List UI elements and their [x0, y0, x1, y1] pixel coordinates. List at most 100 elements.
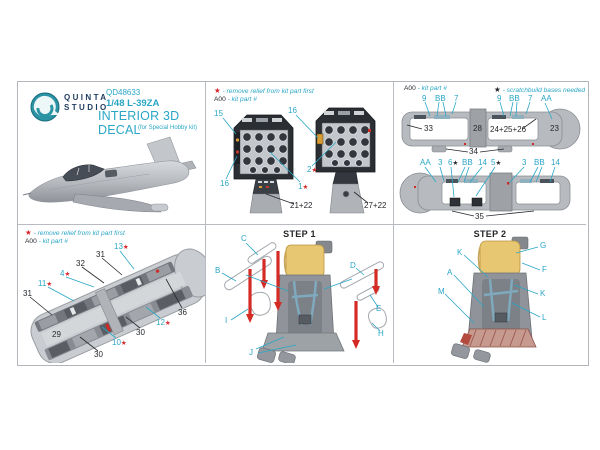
legend-kit-code: A00	[404, 85, 416, 92]
legend-scratchbuild: ★ - scratchbuild bases needed	[494, 86, 585, 95]
callout-16-left: 16	[220, 179, 229, 188]
callout-32: 32	[76, 259, 85, 268]
remove-relief-star-icon: ★	[46, 281, 53, 288]
callout-letter-m: M	[438, 287, 445, 296]
header-panel: QUINTA STUDIO QD48633 1/48 L-39ZA INTERI…	[18, 82, 206, 225]
step1-title: STEP 1	[283, 229, 316, 239]
callout-letter-j: J	[249, 348, 253, 357]
scratchbuild-star-icon: ★	[494, 85, 501, 94]
legend-kit-code: A00	[25, 238, 37, 245]
step2-title: STEP 2	[473, 229, 507, 239]
callout-letter-i: I	[225, 316, 228, 325]
instruction-sheet: QUINTA STUDIO QD48633 1/48 L-39ZA INTERI…	[17, 81, 589, 366]
callout-letter-k2: K	[540, 289, 546, 298]
callout-bb-c: BB	[462, 158, 473, 167]
callout-letter-d: D	[350, 261, 356, 270]
callout-12-number: 12	[156, 318, 165, 327]
callout-14b: 14	[551, 158, 560, 167]
callout-2-star: 2★	[307, 166, 317, 175]
callout-31-left: 31	[23, 289, 32, 298]
callout-31-top: 31	[96, 250, 105, 259]
legend-remove-relief-text: - remove relief from kit part first	[222, 88, 314, 95]
quinta-logo-icon	[30, 92, 60, 122]
callout-15: 15	[214, 109, 223, 118]
legend-kit-part: A00 - kit part #	[25, 238, 68, 246]
sills-drawing	[399, 101, 581, 217]
legend-kit-part: A00 - kit part #	[404, 85, 447, 93]
callout-16-right: 16	[288, 106, 297, 115]
scratchbuild-star-icon: ★	[495, 160, 502, 167]
legend-kit-code: A00	[214, 96, 226, 103]
callout-letter-e: E	[376, 304, 382, 313]
callout-24-25-26: 24+25+26	[490, 125, 527, 134]
legend-kit-part-text: - kit part #	[38, 238, 68, 245]
callout-6-star: 6★	[448, 159, 458, 168]
brand-name: QUINTA STUDIO	[64, 93, 109, 114]
callout-35: 35	[475, 212, 484, 221]
remove-relief-star-icon: ★	[302, 184, 309, 191]
brand-line-1: QUINTA	[64, 93, 109, 102]
callout-aa-bottom: AA	[420, 158, 431, 167]
instrument-panels-drawing	[222, 107, 376, 214]
brand-line-2: STUDIO	[64, 103, 109, 113]
callout-3b: 3	[522, 158, 527, 167]
callout-28: 28	[473, 124, 482, 133]
cockpit-tub-drawing	[29, 248, 205, 363]
callout-aa-top: AA	[541, 94, 552, 103]
callout-34: 34	[469, 147, 478, 156]
callout-4-star: 4★	[60, 270, 70, 279]
aircraft-illustration	[22, 136, 197, 213]
callout-9b: 9	[497, 94, 502, 103]
callout-11-star: 11★	[38, 280, 52, 289]
remove-relief-star-icon: ★	[311, 167, 318, 174]
callout-10-star: 10★	[112, 339, 127, 348]
callout-5-number: 5	[491, 158, 496, 167]
product-code: QD48633	[106, 88, 141, 97]
callout-letter-c: C	[241, 234, 247, 243]
callout-bb-a: BB	[435, 94, 446, 103]
remove-relief-star-icon: ★	[120, 340, 127, 347]
remove-relief-star-icon: ★	[214, 86, 221, 95]
callout-5-star: 5★	[491, 159, 501, 168]
step2-panel: STEP 2 K G F A K	[394, 225, 586, 363]
callout-21-22: 21+22	[290, 201, 313, 210]
legend-remove-relief: ★ - remove relief from kit part first	[214, 87, 314, 96]
callout-4-number: 4	[60, 269, 65, 278]
callout-29: 29	[52, 330, 61, 339]
remove-relief-star-icon: ★	[64, 271, 71, 278]
callout-letter-h: H	[378, 329, 384, 338]
callout-30-right: 30	[136, 328, 145, 337]
cockpit-tub-panel: ★ - remove relief from kit part first A0…	[18, 225, 206, 363]
callout-1-number: 1	[298, 182, 303, 191]
callout-letter-l: L	[542, 313, 547, 322]
product-subtitle: (for Special Hobby kit)	[137, 125, 197, 131]
callout-letter-b: B	[215, 266, 221, 275]
callout-letter-a: A	[447, 268, 453, 277]
step2-drawing	[444, 236, 541, 363]
scratchbuild-star-icon: ★	[452, 160, 459, 167]
callout-14a: 14	[478, 158, 487, 167]
callout-letter-k1: K	[457, 248, 463, 257]
callout-9a: 9	[422, 94, 427, 103]
product-title: INTERIOR 3D DECAL	[98, 109, 180, 137]
callout-33: 33	[424, 124, 433, 133]
callout-7b: 7	[528, 94, 533, 103]
legend-scratchbuild-text: - scratchbuild bases needed	[502, 87, 586, 94]
callout-36: 36	[178, 308, 187, 317]
legend-kit-part: A00 - kit part #	[214, 96, 257, 104]
callout-27-22: 27+22	[364, 201, 387, 210]
callout-10-number: 10	[112, 338, 121, 347]
callout-2-number: 2	[307, 165, 312, 174]
callout-3a: 3	[438, 158, 443, 167]
step1-panel: STEP 1	[206, 225, 394, 363]
callout-23: 23	[550, 124, 559, 133]
remove-relief-star-icon: ★	[122, 244, 129, 251]
legend-kit-part-text: - kit part #	[417, 85, 447, 92]
callout-1-star: 1★	[298, 183, 308, 192]
callout-bb-b: BB	[509, 94, 520, 103]
callout-30-bottom: 30	[94, 350, 103, 359]
callout-11-number: 11	[38, 279, 47, 288]
callout-letter-g: G	[540, 241, 547, 250]
callout-7a: 7	[454, 94, 459, 103]
